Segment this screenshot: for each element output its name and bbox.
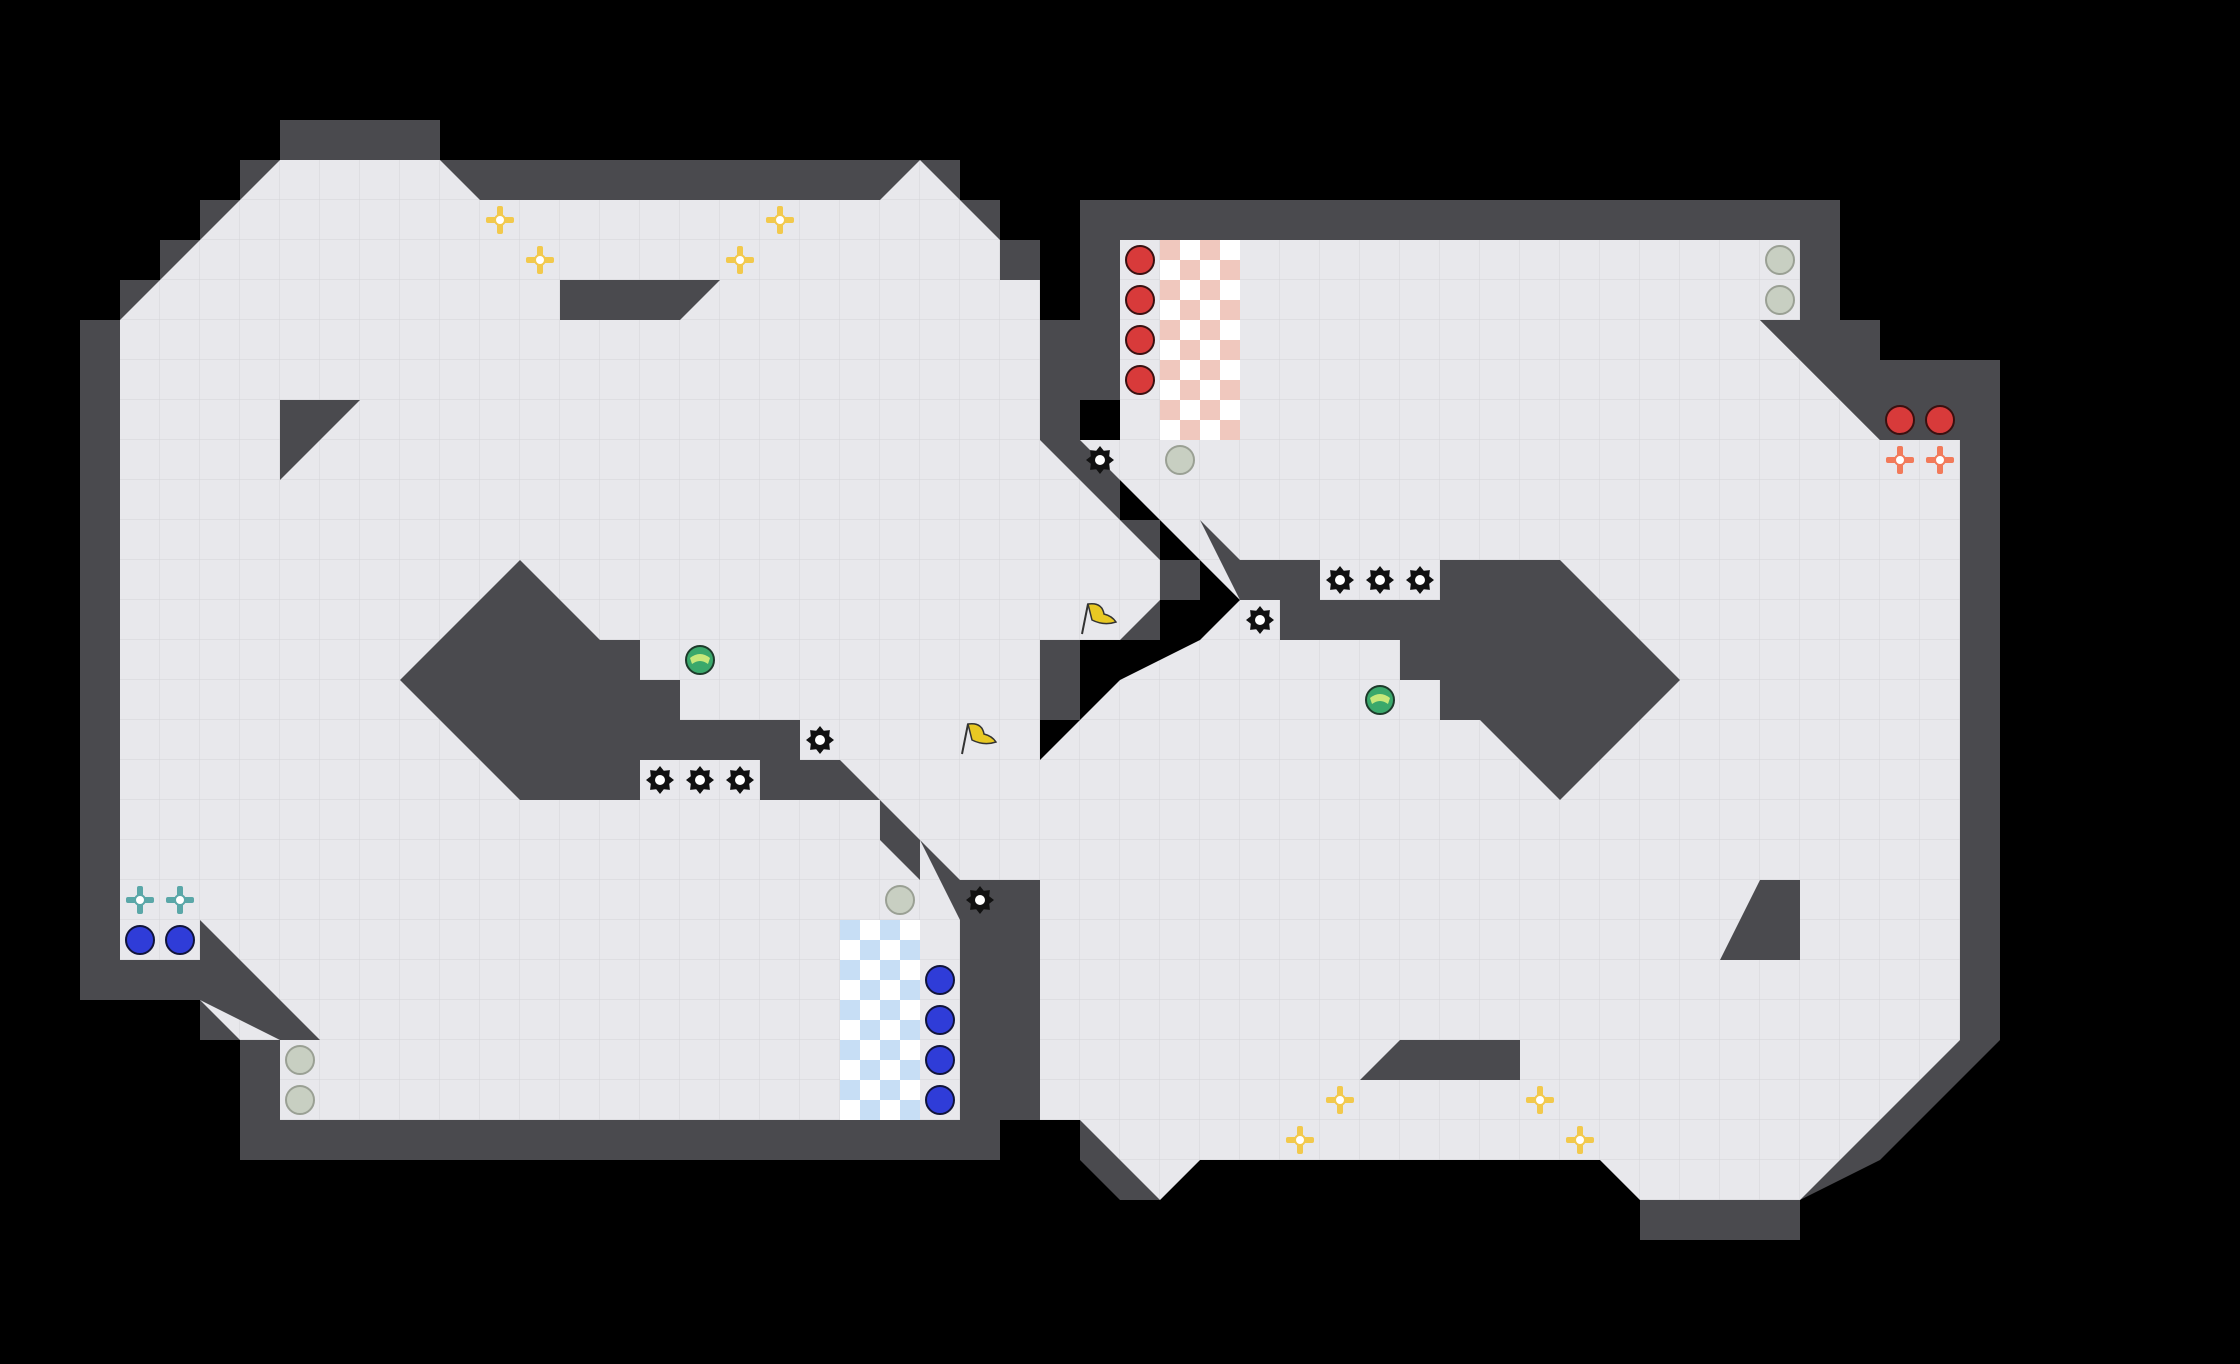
grey-ball-icon <box>285 1085 315 1115</box>
left-diag-wall <box>880 800 920 880</box>
left-corner-wall <box>200 920 320 1040</box>
blue-ball-icon <box>125 925 155 955</box>
cross-center <box>1574 1134 1586 1146</box>
blue-checker-zone <box>840 920 920 1120</box>
blue-ball-icon <box>165 925 195 955</box>
flag-icon <box>967 722 998 745</box>
right-triangle <box>1720 880 1800 960</box>
red-checker-zone <box>1160 240 1240 440</box>
red-ball-icon <box>1925 405 1955 435</box>
red-ball-icon <box>1125 285 1155 315</box>
blue-ball-icon <box>925 1005 955 1035</box>
cross-center <box>1534 1094 1546 1106</box>
red-ball-icon <box>1125 325 1155 355</box>
left-top-bar <box>560 280 720 320</box>
right-bottom-bar <box>1360 1040 1520 1080</box>
red-ball-icon <box>1125 245 1155 275</box>
gear-hub <box>1255 615 1265 625</box>
blue-ball-icon <box>925 1085 955 1115</box>
gear-hub <box>695 775 705 785</box>
blue-ball-icon <box>925 1045 955 1075</box>
cross-center <box>734 254 746 266</box>
cross-center <box>1894 454 1906 466</box>
right-diamond <box>1200 520 1680 800</box>
gear-hub <box>815 735 825 745</box>
grey-ball-icon <box>885 885 915 915</box>
grey-ball-icon <box>1165 445 1195 475</box>
gear-hub <box>735 775 745 785</box>
right-bottom-notch <box>1640 1200 1800 1240</box>
red-ball-icon <box>1885 405 1915 435</box>
gear-hub <box>975 895 985 905</box>
exit-orb-highlight <box>690 654 710 664</box>
flag-pole <box>961 723 969 755</box>
left-top-notch <box>280 120 440 160</box>
cross-center <box>1934 454 1946 466</box>
gear-hub <box>1095 455 1105 465</box>
gear-hub <box>1335 575 1345 585</box>
grey-ball-icon <box>1765 245 1795 275</box>
gear-hub <box>1375 575 1385 585</box>
gear-hub <box>655 775 665 785</box>
blue-ball-icon <box>925 965 955 995</box>
cross-center <box>494 214 506 226</box>
cross-center <box>1334 1094 1346 1106</box>
grey-ball-icon <box>285 1045 315 1075</box>
grey-ball-icon <box>1765 285 1795 315</box>
red-ball-icon <box>1125 365 1155 395</box>
left-diamond <box>400 560 880 800</box>
exit-orb-highlight <box>1370 694 1390 704</box>
gear-hub <box>1415 575 1425 585</box>
flag-icon <box>1087 602 1118 625</box>
cross-center <box>1294 1134 1306 1146</box>
cross-center <box>174 894 186 906</box>
cross-center <box>534 254 546 266</box>
cross-center <box>774 214 786 226</box>
cross-center <box>134 894 146 906</box>
left-triangle <box>280 400 360 480</box>
right-top-diag <box>1760 320 1880 440</box>
flag-pole <box>1081 603 1089 635</box>
